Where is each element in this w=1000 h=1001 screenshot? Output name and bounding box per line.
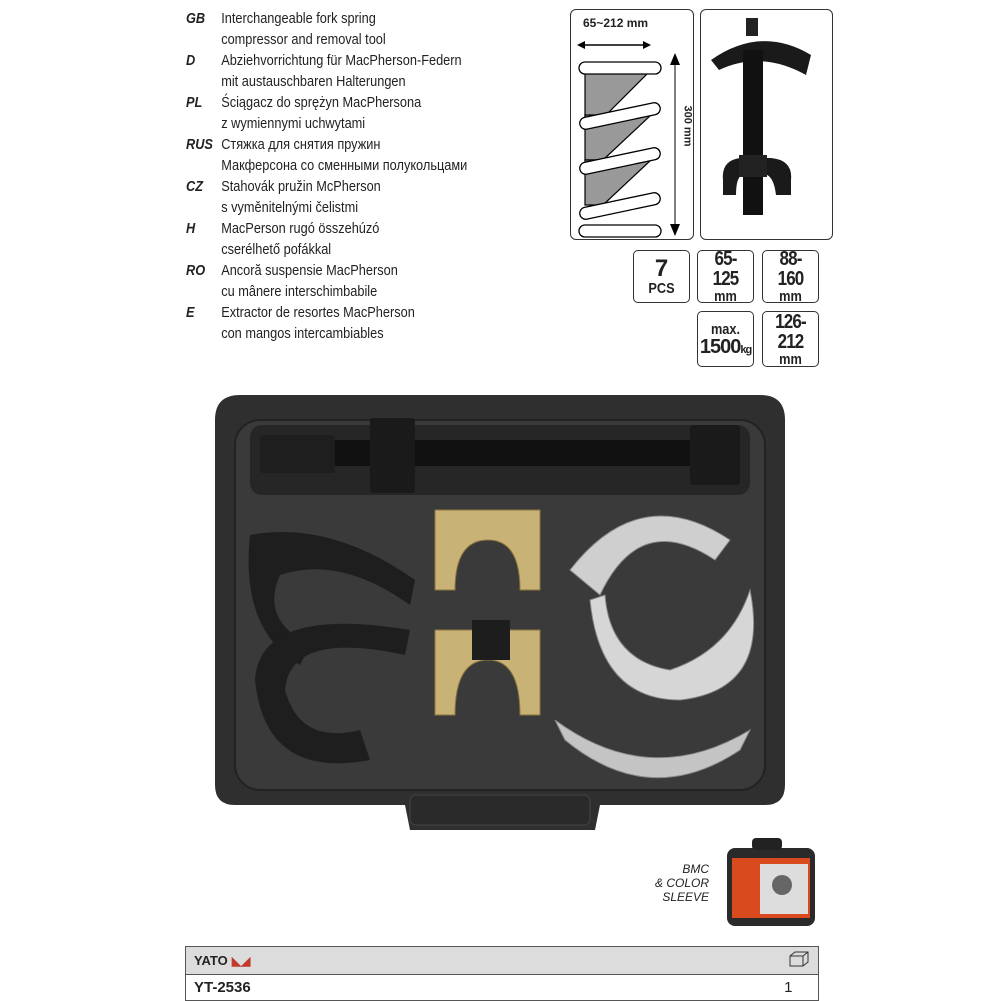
lang-rus-2: Макферсона со сменными полукольцами (186, 156, 476, 177)
package-icon (758, 946, 819, 975)
text: cserélhető pofákkal (221, 242, 332, 258)
text: compressor and removal tool (221, 32, 386, 48)
tool-image (700, 9, 833, 240)
quantity: 1 (784, 979, 793, 996)
table-header-row: YATO ◣◢ (185, 946, 819, 975)
height-label: 300 mm (681, 105, 694, 147)
width-label: 65~212 mm (583, 16, 649, 30)
text: con mangos intercambiables (221, 326, 384, 342)
max-label: max. (710, 320, 741, 338)
product-code: YT-2536 (194, 979, 251, 996)
pcs-number: 7 (654, 255, 669, 282)
product-case-photo (215, 395, 785, 830)
spring-icon (577, 41, 680, 238)
lang-ro-2: cu mânere interschimbabile (186, 282, 476, 303)
range: 126-212 (775, 310, 806, 353)
lang-e-2: con mangos intercambiables (186, 324, 476, 345)
range: 88-160 (777, 248, 805, 290)
packaging-label: BMC & COLOR SLEEVE (655, 862, 709, 904)
yato-logo-icon: ◣◢ (231, 954, 251, 968)
text: s vyměnitelnými čelistmi (221, 200, 359, 216)
load-unit: kg (740, 343, 752, 356)
line: SLEEVE (662, 890, 710, 904)
text: mit austauschbaren Halterungen (221, 74, 406, 90)
range: 65-125 (712, 248, 740, 290)
brand-logo: YATO ◣◢ (185, 946, 759, 975)
unit: mm (779, 350, 802, 368)
line: BMC (682, 862, 710, 876)
max-load-badge: max.1500kg (697, 311, 754, 367)
pcs-label: PCS (648, 280, 675, 297)
product-table: YATO ◣◢ YT-2536 1 (185, 946, 819, 1001)
unit: mm (779, 288, 802, 305)
lang-gb-2: compressor and removal tool (186, 30, 476, 51)
text: cu mânere interschimbabile (221, 284, 378, 300)
lang-d-2: mit austauschbaren Halterungen (186, 72, 476, 93)
compressor-tool-icon (711, 18, 811, 215)
spring-diagram: 65~212 mm 300 mm (570, 9, 694, 240)
load-value: 1500 (699, 335, 741, 358)
lang-h-2: cserélhető pofákkal (186, 240, 476, 261)
line: & COLOR (655, 876, 710, 890)
lang-cz-2: s vyměnitelnými čelistmi (186, 198, 476, 219)
text: Макферсона со сменными полукольцами (221, 158, 468, 174)
text: z wymiennymi uchwytami (221, 116, 366, 132)
table-row: YT-2536 1 (186, 975, 819, 1001)
packaging-thumbnail (727, 838, 815, 926)
unit: mm (714, 288, 737, 305)
lang-pl-2: z wymiennymi uchwytami (186, 114, 476, 135)
